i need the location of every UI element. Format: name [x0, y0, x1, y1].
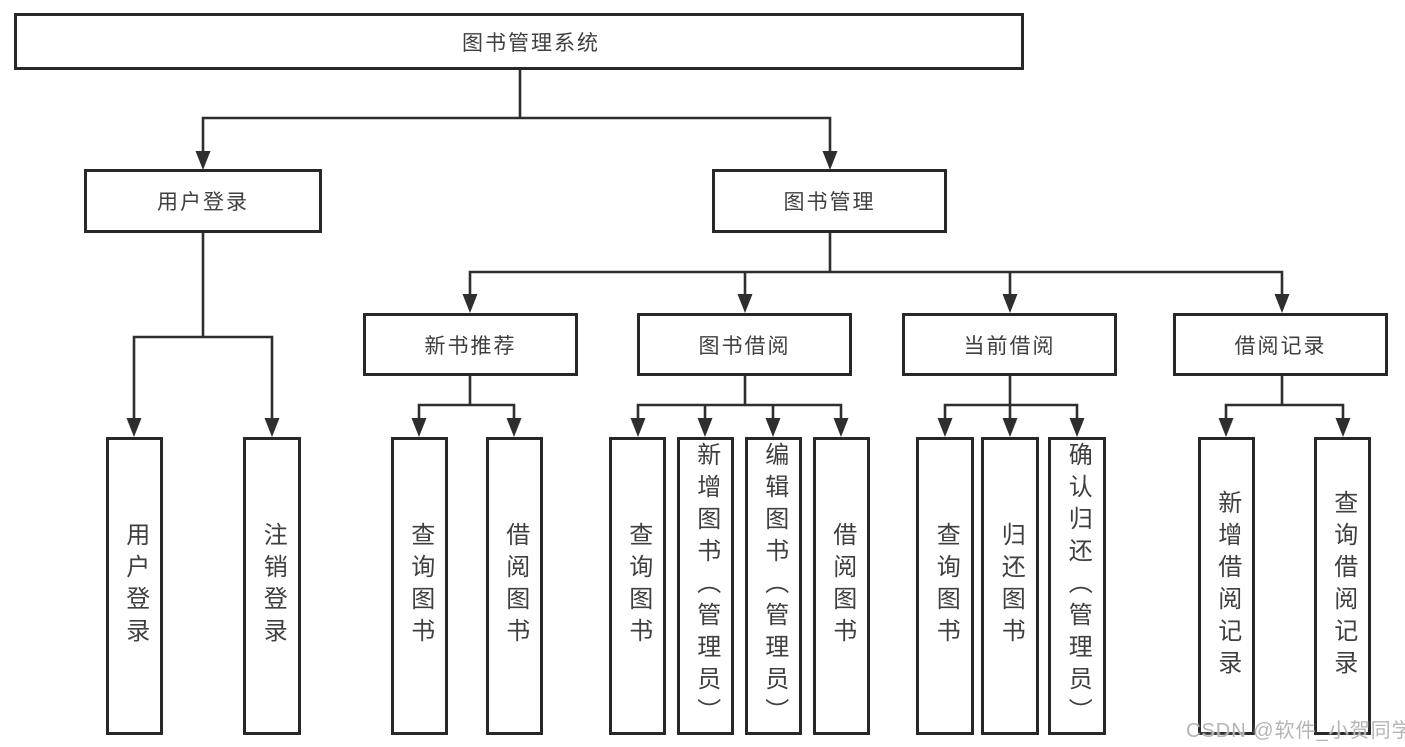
leaf-user-login-label: 用户登录	[121, 522, 149, 650]
node-root-system-label: 图书管理系统	[462, 31, 600, 55]
connector-root-to-level2	[201, 67, 832, 158]
leaf-borrow-borrow-book: 借阅图书	[813, 437, 870, 735]
leaf-current-query-book-label: 查询图书	[932, 522, 960, 650]
arrowhead-to-current-return	[1002, 418, 1018, 437]
node-borrow-records: 借阅记录	[1173, 313, 1388, 376]
leaf-logout-label: 注销登录	[259, 522, 287, 650]
connector-user-login-to-leaves	[132, 231, 274, 425]
leaf-records-add-record: 新增借阅记录	[1198, 437, 1255, 735]
leaf-borrow-query-book: 查询图书	[609, 437, 666, 735]
node-user-login: 用户登录	[84, 169, 322, 233]
leaf-recommend-borrow-book: 借阅图书	[486, 437, 543, 735]
leaf-current-confirm-return-admin-label: 确认归还（管理员）	[1064, 442, 1092, 730]
leaf-borrow-edit-book-admin: 编辑图书（管理员）	[745, 437, 802, 735]
leaf-user-login: 用户登录	[106, 437, 163, 735]
arrowhead-to-recommend-borrow	[506, 418, 522, 437]
arrowhead-to-current-confirm	[1069, 418, 1085, 437]
connector-book-management-to-level3	[468, 231, 1284, 301]
leaf-borrow-add-book-admin: 新增图书（管理员）	[677, 437, 734, 735]
node-book-borrow-label: 图书借阅	[698, 334, 791, 358]
leaf-borrow-add-book-admin-label: 新增图书（管理员）	[692, 442, 720, 730]
node-user-login-label: 用户登录	[157, 191, 249, 214]
node-new-book-recommend-label: 新书推荐	[424, 334, 517, 358]
leaf-current-return-book: 归还图书	[981, 437, 1039, 735]
leaf-recommend-borrow-book-label: 借阅图书	[501, 522, 529, 650]
leaf-borrow-edit-book-admin-label: 编辑图书（管理员）	[760, 442, 788, 730]
leaf-borrow-borrow-book-label: 借阅图书	[828, 522, 856, 650]
node-current-borrow: 当前借阅	[902, 313, 1117, 376]
connector-records-to-leaves	[1224, 374, 1345, 425]
arrowhead-to-leaf-logout	[264, 418, 280, 437]
arrowhead-to-borrow-add	[697, 418, 713, 437]
connector-borrow-to-leaves	[636, 374, 843, 425]
leaf-current-confirm-return-admin: 确认归还（管理员）	[1048, 437, 1106, 735]
leaf-recommend-query-book-label: 查询图书	[406, 522, 434, 650]
leaf-records-add-record-label: 新增借阅记录	[1213, 490, 1241, 682]
leaf-borrow-query-book-label: 查询图书	[624, 522, 652, 650]
arrowhead-to-records-add	[1218, 418, 1234, 437]
node-book-borrow: 图书借阅	[637, 313, 852, 376]
leaf-current-return-book-label: 归还图书	[997, 522, 1025, 650]
node-current-borrow-label: 当前借阅	[963, 334, 1056, 358]
arrowhead-to-new-book-recommend	[462, 294, 478, 313]
arrowhead-to-borrow-records	[1274, 294, 1290, 313]
arrowhead-to-current-borrow	[1002, 294, 1018, 313]
node-book-management: 图书管理	[712, 169, 947, 233]
node-root-system: 图书管理系统	[14, 13, 1024, 70]
arrowhead-to-current-query	[937, 418, 953, 437]
arrowhead-to-book-borrow	[737, 294, 753, 313]
node-borrow-records-label: 借阅记录	[1234, 334, 1327, 358]
arrowhead-to-book-management	[822, 151, 838, 170]
connector-recommend-to-leaves	[417, 374, 516, 425]
node-new-book-recommend: 新书推荐	[363, 313, 578, 376]
leaf-records-query-record: 查询借阅记录	[1314, 437, 1371, 735]
arrowhead-to-borrow-borrow	[833, 418, 849, 437]
connector-current-to-leaves	[943, 374, 1079, 425]
arrowhead-to-user-login	[195, 151, 211, 170]
arrowhead-to-leaf-user-login	[126, 418, 142, 437]
arrowhead-to-recommend-query	[411, 418, 427, 437]
leaf-current-query-book: 查询图书	[916, 437, 974, 735]
csdn-watermark: CSDN @软件_小贺同学	[1186, 720, 1405, 742]
arrowhead-to-borrow-edit	[765, 418, 781, 437]
leaf-logout: 注销登录	[243, 437, 301, 735]
arrowhead-to-records-query	[1335, 418, 1351, 437]
leaf-recommend-query-book: 查询图书	[391, 437, 448, 735]
node-book-management-label: 图书管理	[783, 191, 876, 214]
arrowhead-to-borrow-query	[630, 418, 646, 437]
leaf-records-query-record-label: 查询借阅记录	[1329, 490, 1357, 682]
